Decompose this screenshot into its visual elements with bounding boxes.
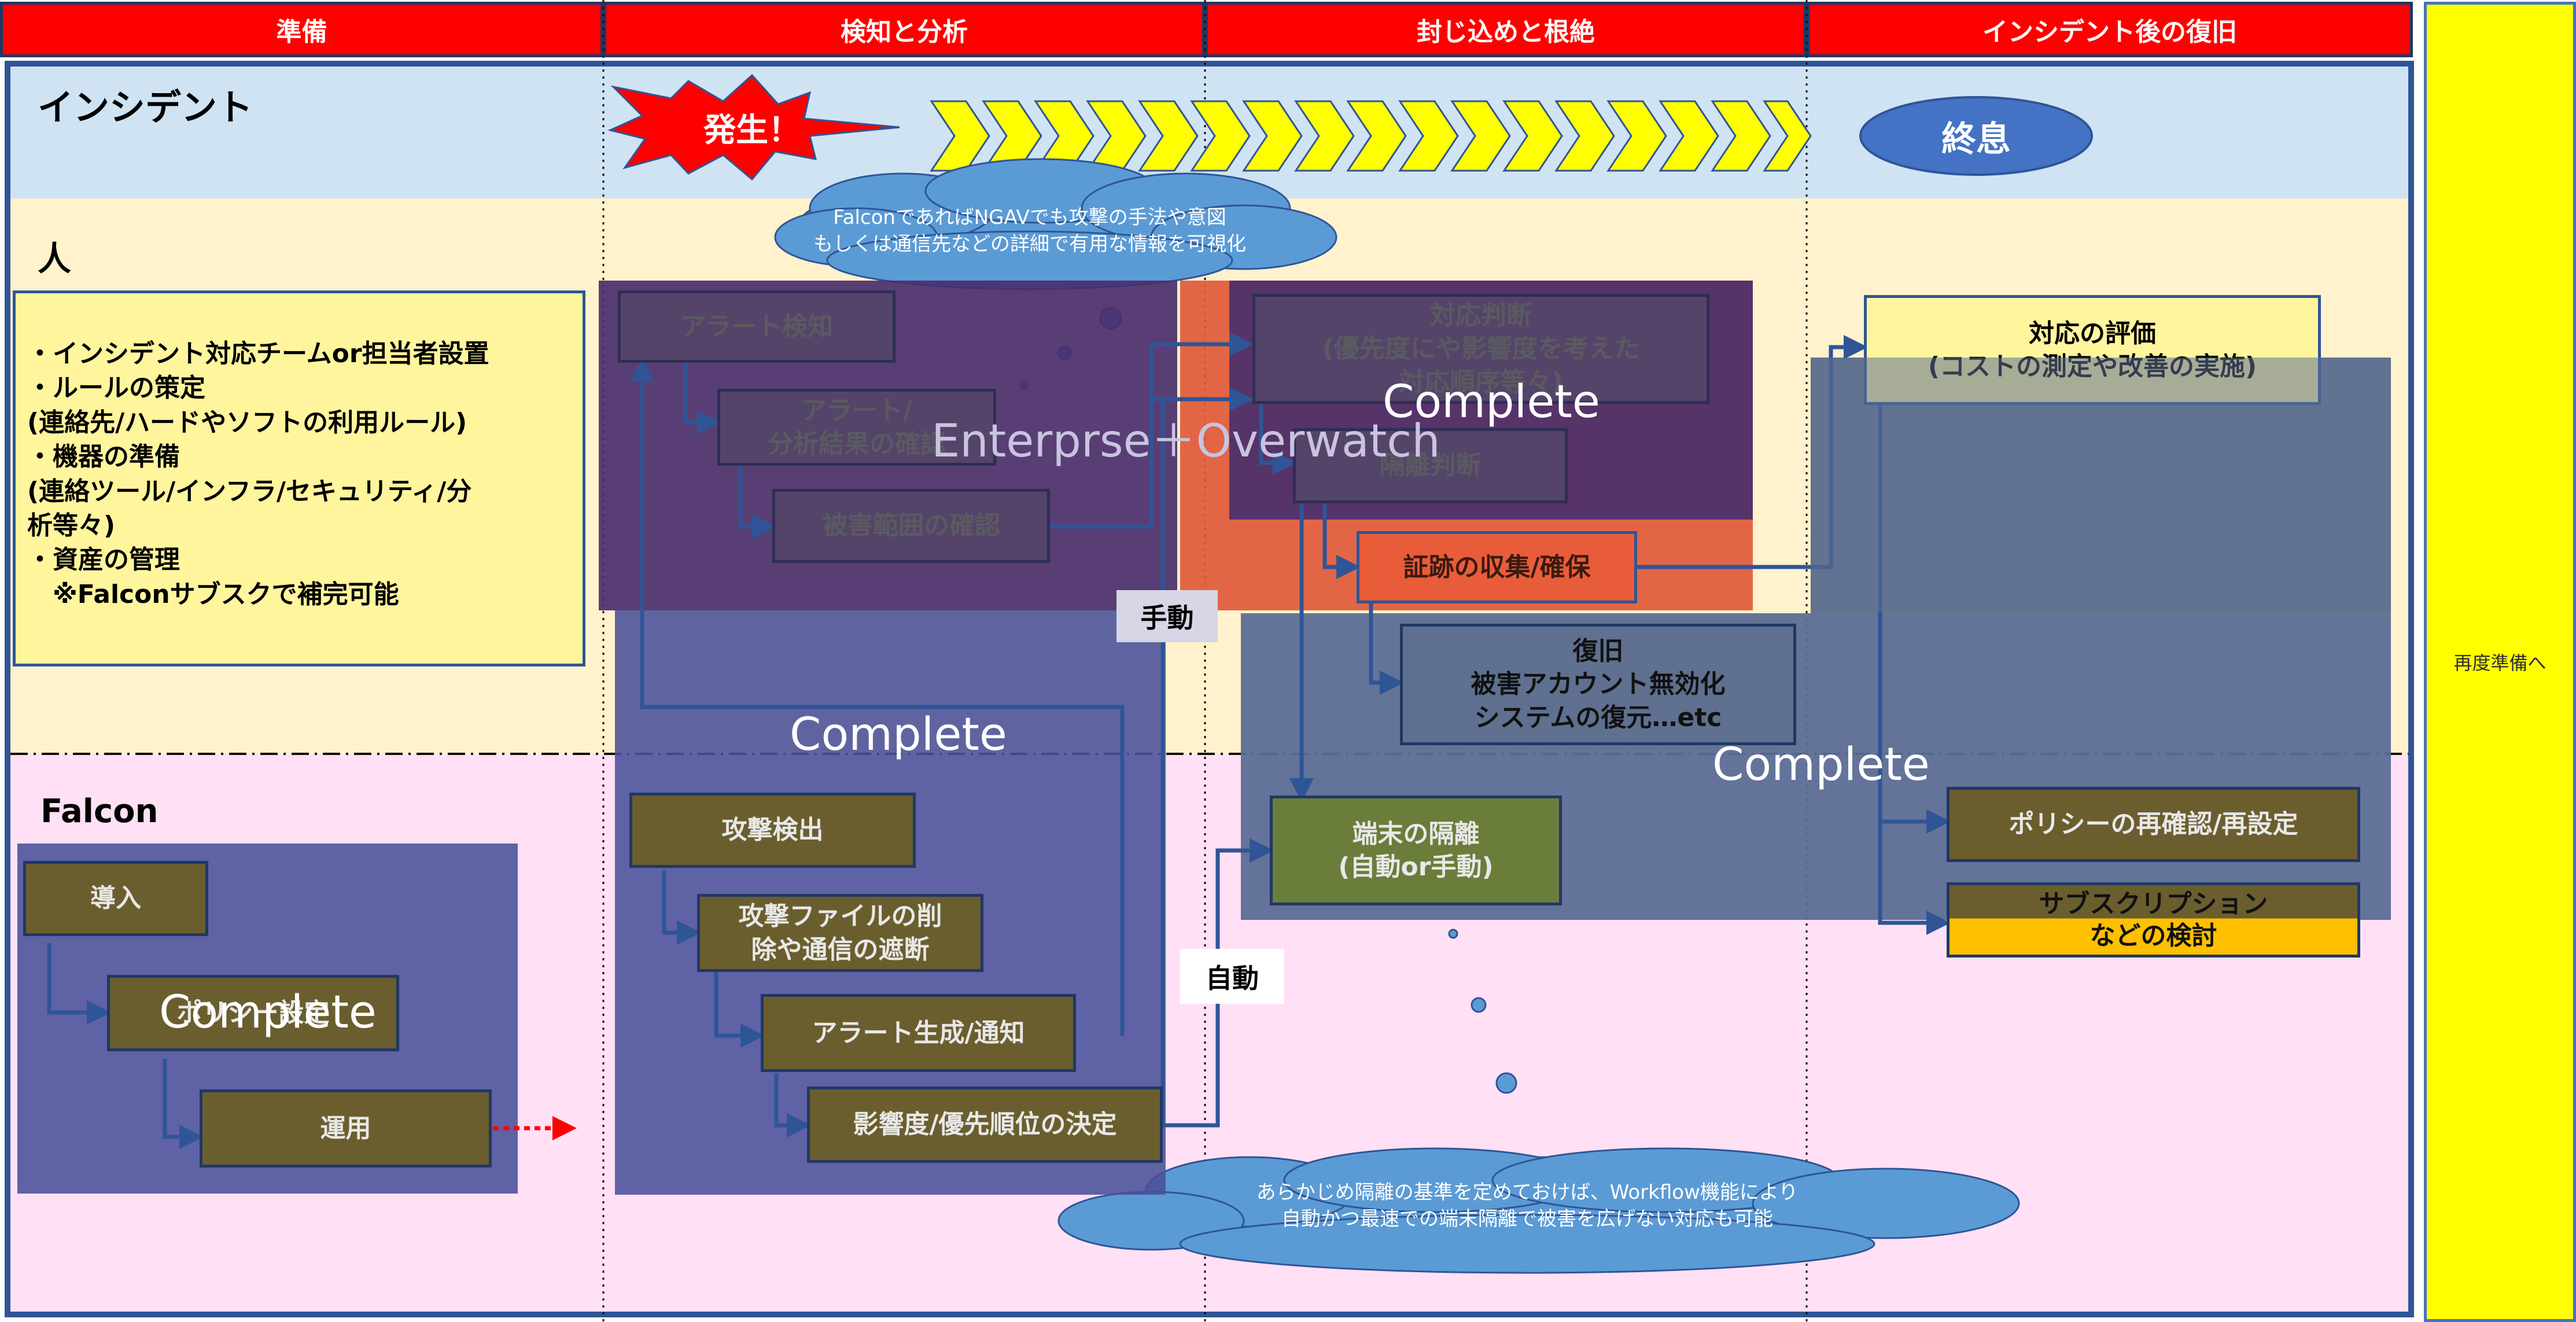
end-ellipse (1859, 96, 2093, 176)
connectors (47, 332, 1951, 1149)
prep-line: 析等々) (27, 510, 116, 540)
prep-line: (連絡先/ハードやソフトの利用ルール) (27, 407, 467, 437)
alert-detect-box: アラート検知 (618, 290, 895, 363)
prep-line: (連絡ツール/インフラ/セキュリティ/分 (27, 476, 472, 506)
top-cloud (774, 158, 1337, 290)
evidence-box: 証跡の収集/確保 (1357, 531, 1637, 603)
people-title: 人 (38, 239, 72, 278)
operation-box: 運用 (200, 1089, 492, 1168)
attack-detect-box: 攻撃検出 (629, 793, 916, 868)
header-contain: 封じ込めと根絶 (1205, 2, 1807, 57)
incident-title: インシデント (38, 86, 253, 128)
restore-box: 復旧 被害アカウント無効化 システムの復元…etc (1400, 624, 1796, 745)
end-label: 終息 (1941, 119, 2011, 160)
subscription-box: サブスクリプション などの検討 (1947, 882, 2360, 958)
isolation-judgement-box: 隔離判断 (1293, 428, 1568, 503)
header-recover: インシデント後の復旧 (1807, 2, 2413, 57)
prep-line: ※Falconサブスクで補完可能 (27, 579, 399, 609)
header-detect: 検知と分析 (603, 2, 1205, 57)
enterprise-label: Enterprse＋Overwatch (931, 415, 1440, 467)
header-contain-label: 封じ込めと根絶 (1417, 17, 1595, 47)
occur-starburst (607, 73, 900, 181)
intro-box: 導入 (23, 861, 208, 936)
complete-label-prep: Complete (159, 986, 377, 1039)
falcon-title: Falcon (40, 793, 159, 830)
alert-gen-box: アラート生成/通知 (761, 994, 1076, 1072)
bottom-cloud-text: あらかじめ隔離の基準を定めておけば、Workflow機能により 自動かつ最速での… (1256, 1181, 1799, 1231)
progress-chevrons (930, 100, 1812, 172)
prep-line: ・インシデント対応チームor担当者設置 (27, 339, 489, 369)
prep-list-box: ・インシデント対応チームor担当者設置 ・ルールの策定 (連絡先/ハードやソフト… (13, 290, 585, 666)
sidebar-return-prep: 再度準備へ (2424, 2, 2576, 1322)
auto-tag: 自動 (1180, 949, 1284, 1004)
header-prep-label: 準備 (276, 17, 327, 47)
bottom-cloud (1057, 1147, 2020, 1274)
header-prep: 準備 (0, 2, 603, 57)
complete-label-recover: Complete (1712, 739, 1930, 791)
top-cloud-text: FalconであればNGAVでも攻撃の手法や意図 もしくは通信先などの詳細で有用… (813, 206, 1246, 256)
sidebar-label: 再度準備へ (2453, 652, 2546, 674)
evaluation-overlay (1811, 358, 2391, 612)
alert-analysis-box: アラート/ 分析結果の確認 (717, 389, 996, 466)
response-judgement-box: 対応判断 (優先度にや影響度を考えた 対応順序等々) (1252, 294, 1709, 404)
file-delete-box: 攻撃ファイルの削 除や通信の遮断 (697, 894, 983, 972)
prep-line: ・資産の管理 (27, 545, 180, 575)
damage-scope-box: 被害範囲の確認 (772, 489, 1050, 563)
main-frame (5, 61, 2414, 1317)
complete-label-contain: Complete (1383, 376, 1600, 428)
impact-box: 影響度/優先順位の決定 (807, 1087, 1163, 1163)
prep-line: ・ルールの策定 (27, 373, 205, 403)
policy-review-box: ポリシーの再確認/再設定 (1947, 787, 2360, 862)
prep-line: ・機器の準備 (27, 442, 180, 472)
occur-label: 発生！ (703, 111, 801, 149)
policy-setting-box: ポリシー設定 (107, 975, 399, 1051)
endpoint-isolation-box: 端末の隔離 (自動or手動) (1270, 796, 1562, 905)
complete-label-detect: Complete (790, 709, 1007, 761)
header-recover-label: インシデント後の復旧 (1982, 17, 2237, 47)
subscription-label: サブスクリプション などの検討 (2039, 889, 2268, 951)
header-detect-label: 検知と分析 (841, 17, 968, 47)
manual-tag: 手動 (1116, 590, 1218, 642)
